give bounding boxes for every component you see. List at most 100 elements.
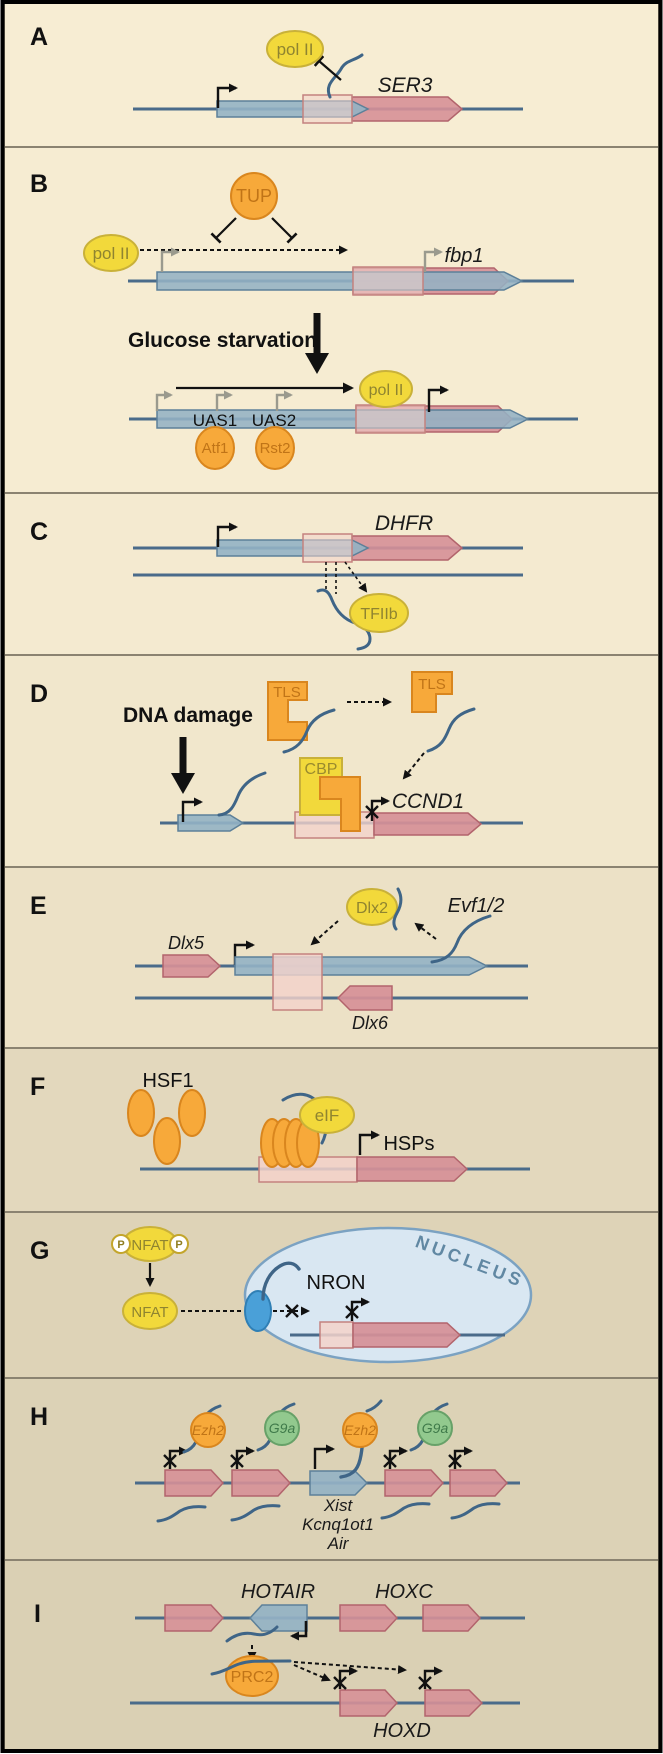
- phosphate-label: P: [175, 1239, 182, 1251]
- blocked-x-icon: [230, 1454, 244, 1468]
- silenced-gene-arrow: [449, 1469, 509, 1497]
- atf1-label: Atf1: [202, 440, 229, 457]
- overlap-promoter-box: [355, 404, 426, 434]
- silenced-gene-arrow: [231, 1469, 292, 1497]
- dlx2-protein: [346, 888, 398, 926]
- hotair-label: HOTAIR: [241, 1581, 315, 1603]
- rna-fragment: [230, 1504, 281, 1522]
- blocked-x-icon: [333, 1676, 347, 1690]
- nron-rna: [261, 1261, 301, 1301]
- eif-label: eIF: [315, 1106, 340, 1125]
- panel-b: B TUP pol II fbp1 Glucose starvation UAS…: [30, 170, 578, 470]
- panel-c: C DHFR TFIIb: [30, 512, 523, 651]
- blocked-tss: [383, 1446, 408, 1469]
- glucose-starvation-label: Glucose starvation: [128, 329, 317, 352]
- recruitment-dashed-arrow: [402, 752, 425, 780]
- tls-on-cbp-protein: [319, 776, 361, 832]
- enhancer-box: [272, 953, 323, 1011]
- tup-protein: [230, 172, 278, 220]
- kcnq1ot1-label: Kcnq1ot1: [302, 1515, 374, 1534]
- tfiib-protein: [349, 593, 409, 633]
- eif-protein: [299, 1096, 355, 1134]
- tss-arrow-gray: [275, 390, 293, 411]
- dlx6-label: Dlx6: [352, 1013, 389, 1033]
- ser3-label: SER3: [378, 74, 433, 97]
- rna-fragment: [156, 1505, 207, 1523]
- panel-f-letter: F: [30, 1073, 45, 1101]
- panel-d: D DNA damage TLS TLS CBP CCND1: [30, 671, 523, 839]
- hsps-label: HSPs: [383, 1133, 434, 1155]
- blocked-tss: [230, 1446, 255, 1469]
- hotair-rna: [225, 1625, 279, 1643]
- hoxc-label: HOXC: [375, 1581, 433, 1603]
- tss-arrow-blocked: [350, 1297, 370, 1321]
- hsf1-monomer: [127, 1089, 155, 1137]
- ncrna-gene-arrow: [177, 814, 245, 832]
- tls-label-2: TLS: [418, 676, 446, 693]
- inhibition-line: [313, 55, 342, 81]
- panel-b-letter: B: [30, 170, 48, 198]
- nfat-phos-label: NFAT: [131, 1237, 168, 1254]
- panel-i-bg: [3, 1559, 660, 1752]
- silenced-gene-arrow: [164, 1469, 225, 1497]
- rna-tail: [365, 1399, 383, 1413]
- hoxd-gene-arrow: [424, 1689, 484, 1717]
- hotair-gene-arrow: [248, 1604, 308, 1632]
- tls-protein-2: [411, 671, 453, 713]
- ezh2-label: Ezh2: [344, 1422, 376, 1438]
- lncrna-gene-arrow: [156, 409, 530, 429]
- panel-g-letter: G: [30, 1237, 49, 1265]
- blocked-import: [273, 1304, 310, 1318]
- inhibition-line-left: [210, 217, 237, 244]
- panel-a: A pol II SER3: [30, 23, 523, 124]
- pol-ii-protein: [83, 234, 139, 272]
- tss-arrow-gray: [155, 390, 173, 411]
- panel-i-letter: I: [34, 1600, 41, 1628]
- blocked-x-icon: [365, 805, 379, 819]
- pol-ii-protein: [359, 370, 413, 408]
- tss-arrow: [358, 1130, 380, 1155]
- ccnd1-label: CCND1: [392, 790, 464, 813]
- panel-b-bg: [3, 146, 660, 494]
- atf1-protein: [195, 426, 235, 470]
- rst2-protein: [255, 426, 295, 470]
- tss-arrow: [313, 1444, 335, 1469]
- overlap-promoter-box: [352, 266, 424, 296]
- hsf1-label: HSF1: [142, 1070, 193, 1092]
- tss-arrow: [427, 385, 449, 412]
- ezh2-label: Ezh2: [192, 1422, 224, 1438]
- dlx5-gene-arrow: [162, 954, 222, 978]
- rna-fragment: [450, 1502, 501, 1520]
- blocked-tss: [365, 796, 390, 821]
- nron-label: NRON: [307, 1272, 366, 1294]
- rna-transcript: [282, 708, 336, 754]
- dna-damage-label: DNA damage: [123, 704, 253, 727]
- tup-label: TUP: [236, 186, 272, 206]
- nfat-protein: [122, 1292, 178, 1330]
- pol-ii-protein: [266, 30, 324, 68]
- targeting-dashed-arrow: [293, 1661, 407, 1674]
- fbp1-label: fbp1: [445, 245, 484, 267]
- panel-h-letter: H: [30, 1403, 48, 1431]
- targeting-dashed-arrow: [293, 1664, 331, 1682]
- panel-a-bg: [3, 2, 660, 148]
- lncrna-gene-arrow: [309, 1470, 369, 1496]
- rna-fragment: [392, 887, 403, 931]
- g9a-label: G9a: [422, 1420, 449, 1436]
- tss-arrow-blocked: [370, 796, 390, 821]
- ccnd1-gene-arrow: [373, 812, 483, 836]
- dlx5-label: Dlx5: [168, 933, 205, 953]
- hoxc-gene-arrow: [164, 1604, 225, 1632]
- panel-e: E Dlx5 Dlx6 Evf1/2 Dlx2: [30, 887, 528, 1033]
- minor-promoter-box: [302, 533, 353, 563]
- lncrna-gene-arrow: [156, 271, 524, 291]
- hoxc-gene-arrow: [339, 1604, 399, 1632]
- prc2-label: PRC2: [231, 1669, 274, 1686]
- phosphate-label: P: [117, 1239, 124, 1251]
- hoxd-gene-arrow: [339, 1689, 399, 1717]
- blocked-tss: [333, 1666, 358, 1690]
- blocked-x-icon: [345, 1305, 359, 1319]
- nuclear-pore: [244, 1290, 272, 1332]
- panel-f: F HSF1 eIF HSPs: [30, 1070, 530, 1183]
- uas2-label: UAS2: [252, 411, 296, 430]
